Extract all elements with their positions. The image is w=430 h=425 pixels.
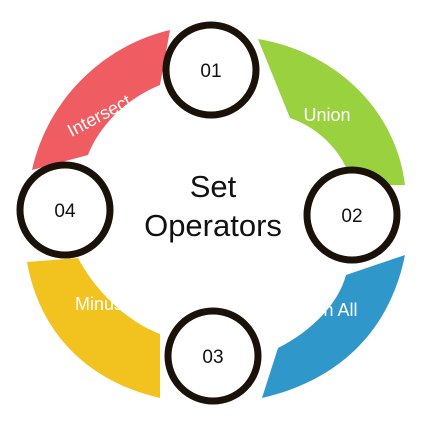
marker-04: 04 xyxy=(16,161,114,259)
segment-intersect xyxy=(32,30,170,170)
segment-union xyxy=(258,39,405,185)
center-title-line-1: Set xyxy=(190,169,237,204)
marker-03: 03 xyxy=(164,307,262,405)
segment-minus xyxy=(27,258,160,398)
marker-number-02: 02 xyxy=(341,206,362,227)
ring-segments xyxy=(27,30,405,398)
segment-label-union: Union xyxy=(303,105,350,125)
number-markers: 01 02 03 04 xyxy=(16,21,401,405)
segment-label-union-all: Union All xyxy=(286,300,357,320)
marker-01: 01 xyxy=(162,21,260,119)
segment-union-all xyxy=(262,255,405,398)
marker-number-04: 04 xyxy=(54,201,76,222)
marker-02: 02 xyxy=(303,166,401,264)
center-title-line-2: Operators xyxy=(144,208,282,243)
marker-number-03: 03 xyxy=(202,347,223,368)
center-title: Set Operators xyxy=(144,169,282,243)
marker-number-01: 01 xyxy=(200,61,221,82)
segment-label-minus: Minus xyxy=(75,294,123,314)
